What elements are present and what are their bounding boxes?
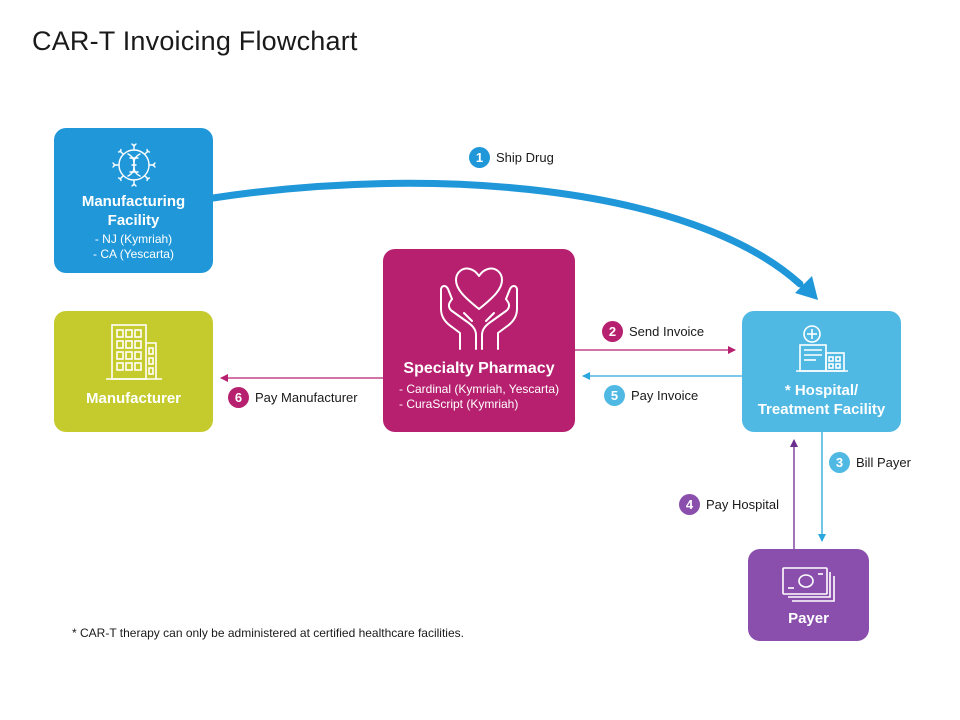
- step-5-badge: 5: [604, 385, 625, 406]
- heart-hands-icon: [440, 267, 518, 350]
- step-3-badge: 3: [829, 452, 850, 473]
- manufacturer-node: Manufacturer: [54, 311, 213, 432]
- step-4-label: 4 Pay Hospital: [679, 494, 779, 515]
- step-4-badge: 4: [679, 494, 700, 515]
- dna-virus-icon: [111, 143, 156, 187]
- step-6-text: Pay Manufacturer: [255, 390, 358, 405]
- manufacturing-facility-title-line2: Facility: [107, 212, 160, 229]
- hospital-node: * Hospital/ Treatment Facility: [742, 311, 901, 432]
- specialty-pharmacy-sub1: - Cardinal (Kymriah, Yescarta): [399, 382, 560, 396]
- manufacturing-facility-sub1: - NJ (Kymriah): [94, 232, 173, 246]
- step-2-text: Send Invoice: [629, 324, 705, 339]
- step-6-label: 6 Pay Manufacturer: [228, 387, 358, 408]
- payer-title: Payer: [788, 610, 829, 627]
- step-1-label: 1 Ship Drug: [469, 147, 554, 168]
- specialty-pharmacy-title: Specialty Pharmacy: [403, 360, 555, 377]
- hospital-icon: [795, 325, 848, 372]
- specialty-pharmacy-sub2: - CuraScript (Kymriah): [399, 397, 519, 411]
- specialty-pharmacy-node: Specialty Pharmacy - Cardinal (Kymriah, …: [383, 249, 575, 432]
- step-2-label: 2 Send Invoice: [602, 321, 704, 342]
- step-4-text: Pay Hospital: [706, 497, 779, 512]
- building-icon: [105, 324, 162, 380]
- step-2-badge: 2: [602, 321, 623, 342]
- hospital-title-line1: * Hospital/: [784, 382, 859, 399]
- ship-drug-arrow: [209, 179, 804, 288]
- manufacturing-facility-title-line1: Manufacturing: [81, 193, 186, 210]
- payer-node: Payer: [748, 549, 869, 641]
- cash-icon: [781, 567, 835, 602]
- footnote: * CAR-T therapy can only be administered…: [72, 626, 464, 640]
- step-3-label: 3 Bill Payer: [829, 452, 911, 473]
- step-3-text: Bill Payer: [856, 455, 911, 470]
- manufacturing-facility-node: Manufacturing Facility - NJ (Kymriah) - …: [54, 128, 213, 273]
- manufacturer-title: Manufacturer: [85, 390, 182, 407]
- step-5-label: 5 Pay Invoice: [604, 385, 698, 406]
- manufacturing-facility-sub2: - CA (Yescarta): [93, 247, 174, 261]
- ship-drug-arrowhead: [795, 276, 818, 300]
- step-1-badge: 1: [469, 147, 490, 168]
- step-5-text: Pay Invoice: [631, 388, 699, 403]
- hospital-title-line2: Treatment Facility: [757, 401, 886, 418]
- step-1-text: Ship Drug: [496, 150, 554, 165]
- step-6-badge: 6: [228, 387, 249, 408]
- page-title: CAR-T Invoicing Flowchart: [32, 26, 358, 56]
